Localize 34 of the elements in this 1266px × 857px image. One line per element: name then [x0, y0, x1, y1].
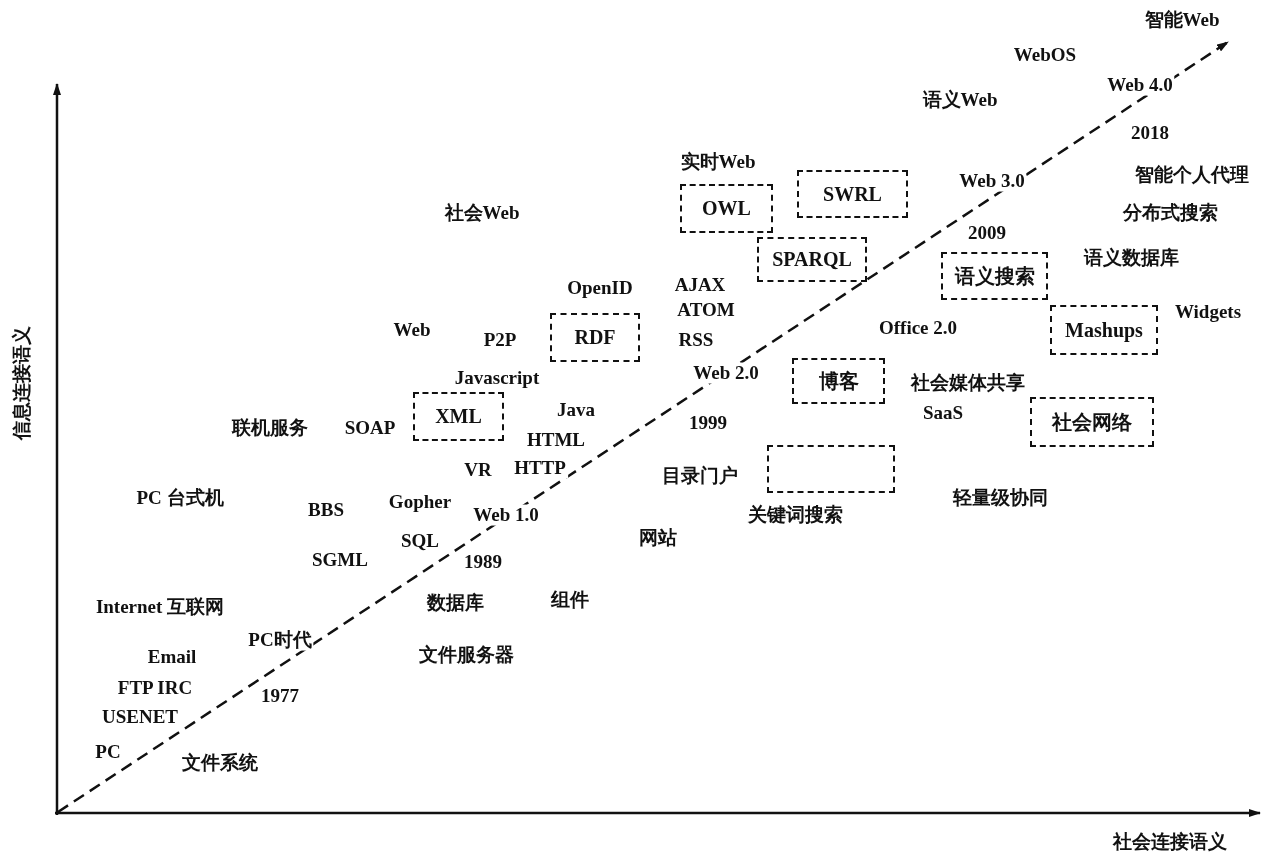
term-label: 语义Web — [920, 89, 1000, 111]
term-label: Web 2.0 — [691, 362, 761, 384]
term-label: Web 3.0 — [957, 170, 1027, 192]
dashed-box — [767, 445, 895, 493]
term-label: 文件系统 — [180, 752, 260, 774]
term-label: 社会媒体共享 — [909, 372, 1027, 394]
term-label: 语义数据库 — [1081, 247, 1181, 269]
term-label: Web 4.0 — [1105, 74, 1175, 96]
term-label: PC时代 — [246, 629, 314, 651]
term-label: 文件服务器 — [416, 644, 516, 666]
term-label: 智能Web — [1142, 9, 1222, 31]
dashed-box: XML — [413, 392, 504, 441]
term-label: 社会Web — [442, 202, 522, 224]
term-label: 组件 — [549, 589, 591, 611]
term-label: 数据库 — [424, 592, 486, 614]
dashed-box: RDF — [550, 313, 640, 362]
dashed-box: SPARQL — [757, 237, 867, 282]
term-label: 实时Web — [678, 151, 758, 173]
axis-title: 信息连接语义 — [11, 324, 33, 442]
dashed-box: Mashups — [1050, 305, 1158, 355]
dashed-box: OWL — [680, 184, 773, 233]
dashed-box: SWRL — [797, 170, 908, 218]
term-label: 关键词搜索 — [745, 504, 845, 526]
term-label: 联机服务 — [230, 417, 310, 439]
dashed-box: 博客 — [792, 358, 885, 404]
term-label: Web 1.0 — [471, 504, 541, 526]
term-label: 网站 — [637, 527, 679, 549]
dashed-box: 语义搜索 — [941, 252, 1048, 300]
term-label: 分布式搜索 — [1120, 202, 1220, 224]
term-label: 轻量级协同 — [950, 487, 1050, 509]
dashed-box: 社会网络 — [1030, 397, 1154, 447]
axis-title: 社会连接语义 — [1111, 831, 1229, 853]
term-label: 智能个人代理 — [1133, 164, 1251, 186]
term-label: PC 台式机 — [134, 487, 226, 509]
